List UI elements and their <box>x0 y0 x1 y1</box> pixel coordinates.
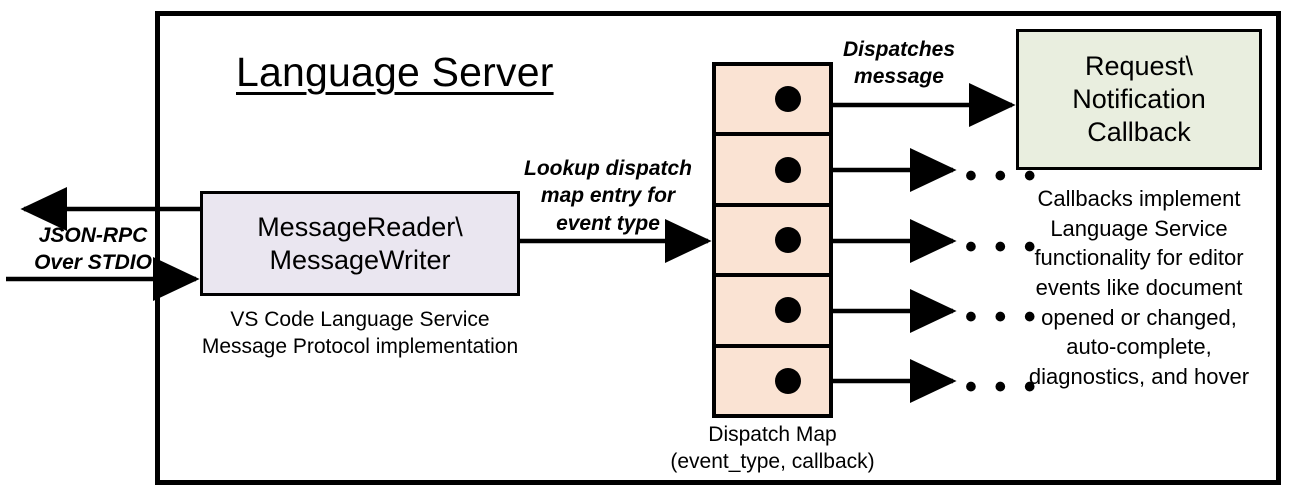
callback-dot-icon <box>775 297 801 324</box>
ellipsis-row-4: • • • <box>965 298 1040 336</box>
dispatch-map-table[interactable] <box>712 62 833 418</box>
ellipsis-row-2: • • • <box>965 157 1040 195</box>
dispatch-map-caption: Dispatch Map (event_type, callback) <box>670 423 875 474</box>
request-notification-callback-node[interactable]: Request\ Notification Callback <box>1016 29 1262 170</box>
request-notification-callback-caption: Callbacks implement Language Service fun… <box>1028 186 1250 390</box>
dispatch-map-row-1[interactable] <box>716 66 829 137</box>
callback-dot-icon <box>775 156 801 183</box>
message-reader-writer-label: MessageReader\ MessageWriter <box>257 211 463 275</box>
callback-dot-icon <box>775 367 801 394</box>
dispatch-map-row-3[interactable] <box>716 207 829 278</box>
callback-dot-icon <box>775 227 801 254</box>
message-reader-writer-node[interactable]: MessageReader\ MessageWriter <box>200 191 520 296</box>
language-server-boundary <box>155 11 1281 485</box>
edge-label-lookup: Lookup dispatch map entry for event type <box>524 157 692 235</box>
page-title: Language Server <box>236 49 554 95</box>
edge-label-dispatches: Dispatches message <box>842 38 956 89</box>
ellipsis-row-5: • • • <box>965 368 1040 406</box>
dispatch-map-row-5[interactable] <box>716 348 829 414</box>
callback-dot-icon <box>775 86 801 113</box>
dispatch-map-row-2[interactable] <box>716 136 829 207</box>
dispatch-map-row-4[interactable] <box>716 277 829 348</box>
request-notification-callback-label: Request\ Notification Callback <box>1072 51 1206 147</box>
edge-label-jsonrpc: JSON-RPC Over STDIO <box>34 224 152 275</box>
message-reader-writer-caption: VS Code Language Service Message Protoco… <box>201 308 519 359</box>
ellipsis-row-3: • • • <box>965 228 1040 266</box>
